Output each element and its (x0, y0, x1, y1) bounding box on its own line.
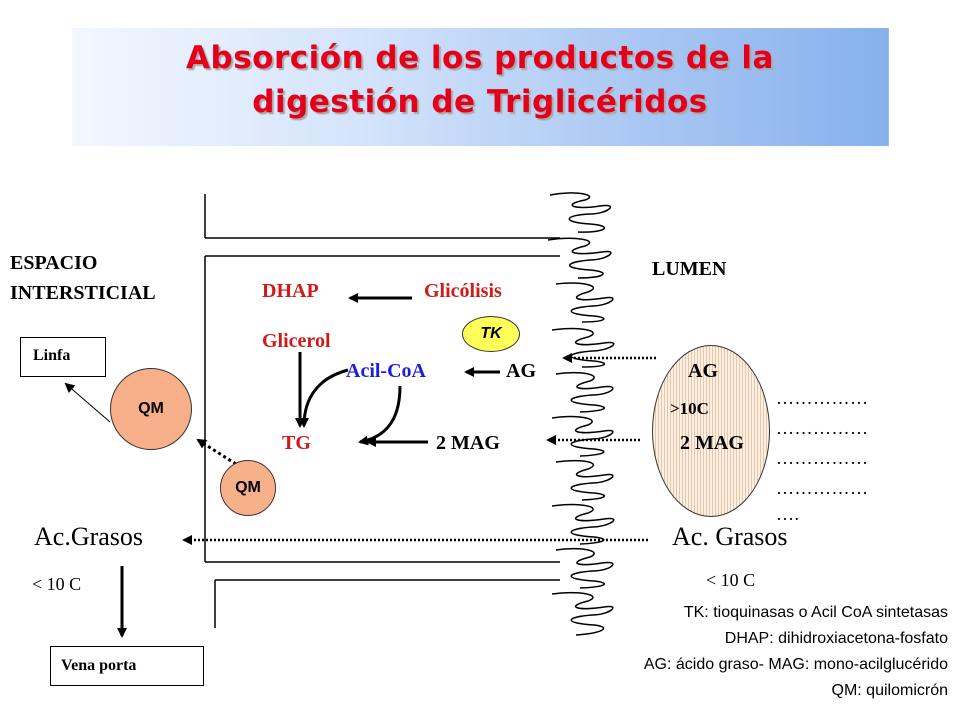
tk-badge: TK (462, 316, 520, 352)
legend-tk: TK: tioquinasas o Acil CoA sintetasas (683, 604, 948, 621)
label-gt10c: >10C (670, 399, 709, 418)
legend-ag-mag: AG: ácido graso- MAG: mono-acilglucérido (643, 656, 948, 673)
chylomicron-large: QM (110, 368, 192, 450)
label-ag-lumen: AG (688, 360, 718, 382)
lower-cell-outline (214, 579, 560, 628)
linfa-label: Linfa (33, 347, 71, 364)
title-banner: Absorción de los productos de la digesti… (72, 28, 889, 146)
label-espacio: ESPACIO (10, 252, 98, 274)
microvilli-brush-border (547, 192, 615, 636)
linfa-box: Linfa (20, 337, 106, 377)
label-2mag-inner: 2 MAG (436, 432, 500, 454)
lumen-dots-1: …………… (776, 388, 869, 408)
lumen-dots-3: …………… (776, 448, 869, 468)
upper-cell-outline (204, 194, 560, 239)
arrow-acilcoa-to-tg-via-mag (358, 385, 402, 446)
label-intersticial: INTERSTICIAL (10, 282, 156, 304)
dotted-arrow-qm-export (196, 438, 237, 466)
arrow-acilcoa-to-tg (299, 368, 349, 428)
title-line-1: Absorción de los productos de la (186, 40, 774, 76)
label-dhap: DHAP (262, 280, 319, 302)
label-ac-grasos-right: Ac. Grasos (672, 522, 788, 551)
label-tg: TG (282, 432, 311, 454)
title-line-2: digestión de Triglicéridos (252, 84, 708, 120)
label-lt10c-right: < 10 C (706, 570, 756, 590)
chylomicron-small: QM (220, 460, 276, 516)
label-glicolisis: Glicólisis (424, 280, 502, 302)
label-ag-inner: AG (506, 360, 536, 382)
label-lumen: LUMEN (652, 258, 727, 280)
label-ac-grasos-left: Ac.Grasos (34, 522, 144, 551)
enterocyte-outline (204, 255, 560, 563)
lumen-dots-4: …………… (776, 478, 869, 498)
legend-dhap: DHAP: dihidroxiacetona-fosfato (724, 630, 948, 647)
lumen-micelle (652, 345, 770, 517)
vena-porta-label: Vena porta (61, 657, 137, 674)
lumen-dots-2: …………… (776, 418, 869, 438)
lumen-dots-5: …. (776, 504, 800, 524)
label-glicerol: Glicerol (262, 330, 331, 352)
arrow-qm-to-linfa (64, 382, 111, 423)
legend-qm: QM: quilomicrón (831, 682, 948, 699)
vena-porta-box: Vena porta (50, 646, 204, 686)
label-2mag-lumen: 2 MAG (680, 432, 744, 454)
label-lt10c-left: < 10 C (32, 574, 82, 594)
label-acil-coa: Acil-CoA (346, 360, 426, 382)
